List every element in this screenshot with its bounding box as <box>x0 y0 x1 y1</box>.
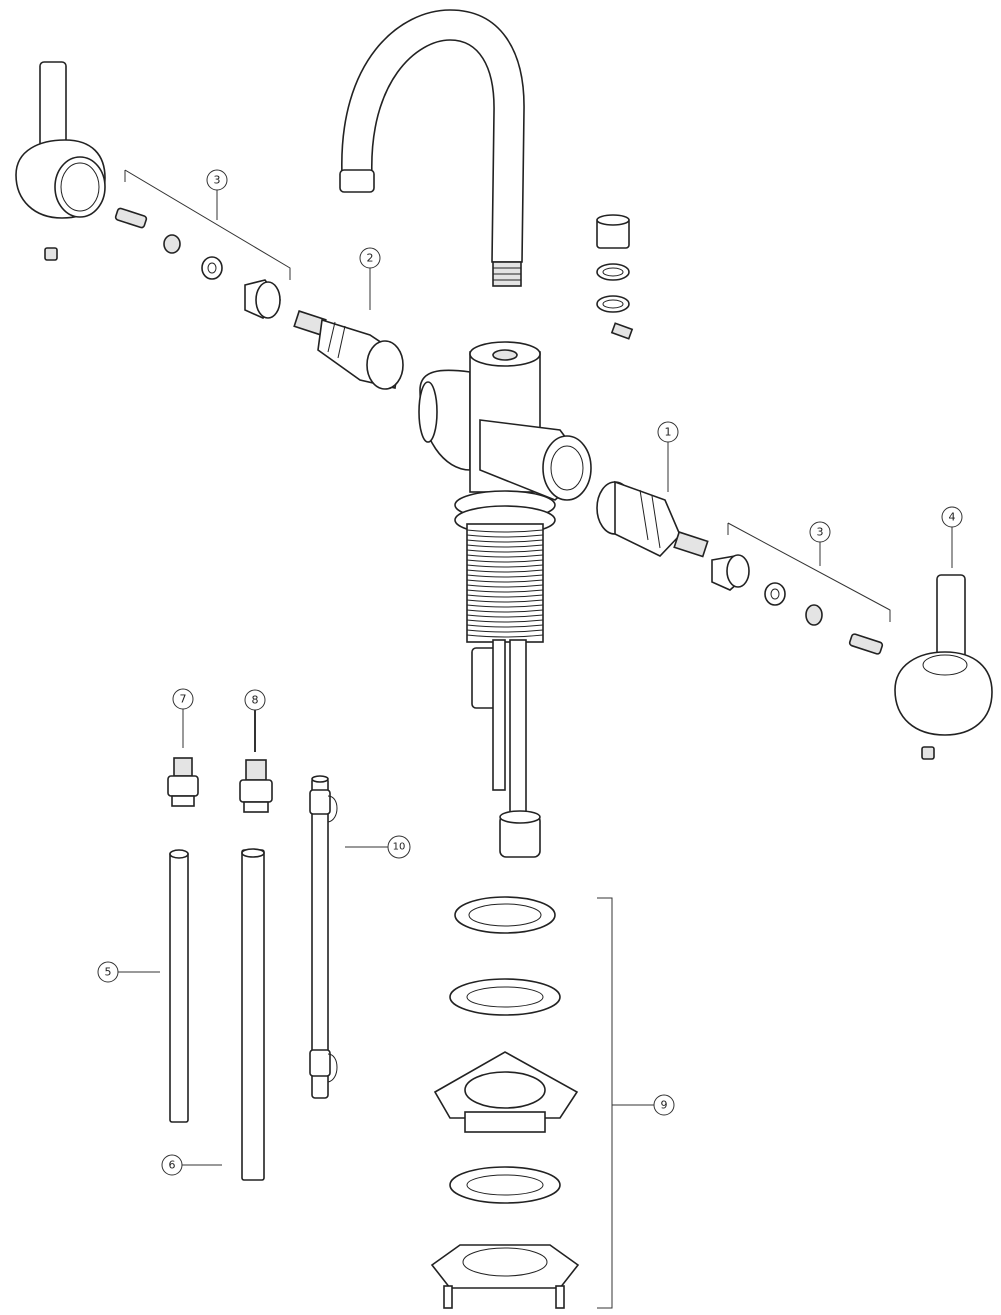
callout-label-4: 4 <box>949 511 956 524</box>
left-handle <box>15 61 106 261</box>
thread-line <box>466 549 544 553</box>
thread-line <box>466 534 544 538</box>
callout-label-6: 6 <box>169 1159 176 1172</box>
thread-line <box>466 539 544 543</box>
supply-tube-5 <box>169 849 189 1123</box>
callout-label-7: 7 <box>180 693 187 706</box>
thread-line <box>466 529 544 533</box>
thread-line <box>466 594 544 598</box>
screw-set-left <box>114 169 291 319</box>
callout-7: 7 <box>172 688 194 748</box>
thread-line <box>466 584 544 588</box>
thread-line <box>466 554 544 558</box>
callout-label-9: 9 <box>661 1099 668 1112</box>
thread-line <box>466 604 544 608</box>
spout <box>339 9 525 287</box>
callout-label-10: 10 <box>393 842 406 853</box>
callout-3-left: 3 <box>206 169 228 220</box>
thread-line <box>466 579 544 583</box>
thread-line <box>466 544 544 548</box>
callout-1: 1 <box>657 421 679 492</box>
thread-line <box>466 619 544 623</box>
thread-line <box>466 614 544 618</box>
callout-label-5: 5 <box>105 966 112 979</box>
callout-10: 10 <box>345 835 411 859</box>
thread-line <box>466 609 544 613</box>
right-handle <box>894 574 993 760</box>
supply-tube-6 <box>241 848 265 1181</box>
fitting-8 <box>239 759 273 813</box>
callout-4: 4 <box>941 506 963 568</box>
cartridge-left <box>293 310 404 390</box>
callout-label-1: 1 <box>665 426 672 439</box>
callout-5: 5 <box>97 961 160 983</box>
fitting-7 <box>167 757 199 807</box>
hose-10 <box>309 775 338 1099</box>
thread-line <box>466 564 544 568</box>
callout-3-right: 3 <box>809 521 831 566</box>
thread-line <box>466 559 544 563</box>
thread-line <box>466 629 544 633</box>
thread-line <box>466 589 544 593</box>
callout-label-8: 8 <box>252 694 259 707</box>
callout-2: 2 <box>359 247 381 310</box>
callout-6: 6 <box>161 1154 222 1176</box>
threaded-shank <box>466 523 544 858</box>
thread-line <box>466 634 544 638</box>
cartridge-right <box>596 480 709 558</box>
mounting-hardware <box>430 896 613 1309</box>
screw-set-right <box>711 522 891 655</box>
callout-label-3-right: 3 <box>817 526 824 539</box>
thread-line <box>466 599 544 603</box>
callout-label-3-left: 3 <box>214 174 221 187</box>
thread-line <box>466 569 544 573</box>
callout-8: 8 <box>244 689 266 752</box>
callout-9: 9 <box>612 1094 675 1116</box>
aerator-set <box>596 214 634 340</box>
thread-line <box>466 624 544 628</box>
thread-line <box>466 574 544 578</box>
callout-label-2: 2 <box>367 252 374 265</box>
faucet-body <box>418 341 592 535</box>
